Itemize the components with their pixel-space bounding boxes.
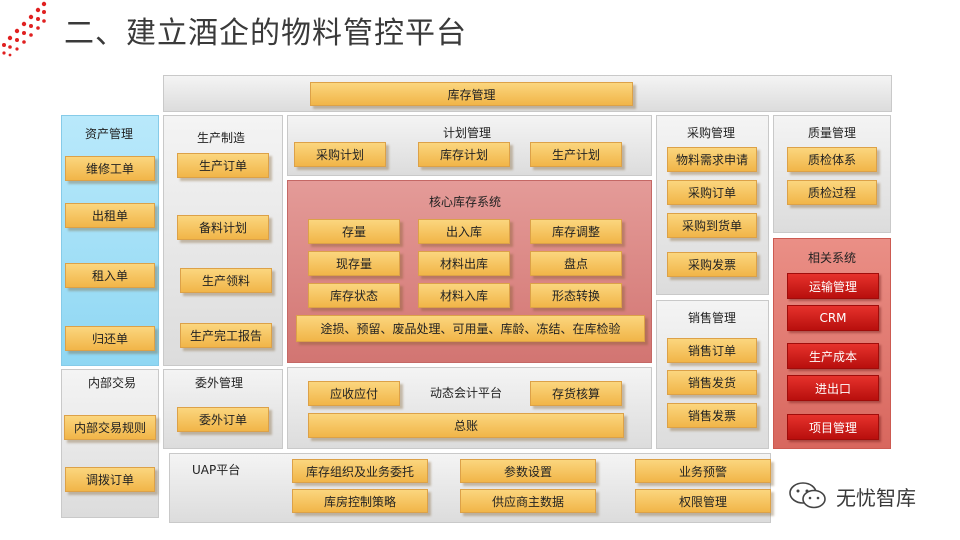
internal-item-transfer[interactable]: 调拨订单 <box>65 467 155 492</box>
core-item-form-convert[interactable]: 形态转换 <box>530 283 622 308</box>
page-title: 二、建立酒企的物料管控平台 <box>64 16 467 51</box>
production-item-completion[interactable]: 生产完工报告 <box>180 323 272 348</box>
uap-item-alert[interactable]: 业务预警 <box>635 459 771 483</box>
production-item-prep-plan[interactable]: 备料计划 <box>177 215 269 240</box>
core-item-material-out[interactable]: 材料出库 <box>418 251 510 276</box>
related-title: 相关系统 <box>808 251 857 265</box>
asset-item-rent-out[interactable]: 出租单 <box>65 203 155 228</box>
uap-title: UAP平台 <box>192 463 241 477</box>
accounting-item-general-ledger[interactable]: 总账 <box>308 413 624 438</box>
production-item-picking[interactable]: 生产领料 <box>180 268 272 293</box>
logo-dots-icon <box>2 1 47 57</box>
asset-title: 资产管理 <box>85 127 134 141</box>
uap-item-parameters[interactable]: 参数设置 <box>460 459 596 483</box>
production-item-order[interactable]: 生产订单 <box>177 153 269 178</box>
quality-item-process[interactable]: 质检过程 <box>787 180 877 205</box>
core-item-stock[interactable]: 存量 <box>308 219 400 244</box>
wechat-icon <box>789 482 826 509</box>
outsourcing-title: 委外管理 <box>195 376 244 390</box>
uap-item-permissions[interactable]: 权限管理 <box>635 489 771 513</box>
related-item-project[interactable]: 项目管理 <box>787 414 879 440</box>
core-item-current-stock[interactable]: 现存量 <box>308 251 400 276</box>
asset-item-rent-in[interactable]: 租入单 <box>65 263 155 288</box>
planning-item-production[interactable]: 生产计划 <box>530 142 622 167</box>
related-item-cost[interactable]: 生产成本 <box>787 343 879 369</box>
accounting-title: 动态会计平台 <box>430 386 503 400</box>
sales-item-delivery[interactable]: 销售发货 <box>667 370 757 395</box>
quality-title: 质量管理 <box>808 126 857 140</box>
planning-item-purchase[interactable]: 采购计划 <box>294 142 386 167</box>
internal-panel <box>61 369 159 518</box>
purchase-item-invoice[interactable]: 采购发票 <box>667 252 757 277</box>
sales-item-invoice[interactable]: 销售发票 <box>667 403 757 428</box>
asset-item-return[interactable]: 归还单 <box>65 326 155 351</box>
sales-item-order[interactable]: 销售订单 <box>667 338 757 363</box>
purchase-item-arrival[interactable]: 采购到货单 <box>667 213 757 238</box>
internal-item-rules[interactable]: 内部交易规则 <box>64 415 156 440</box>
core-item-adjust[interactable]: 库存调整 <box>530 219 622 244</box>
uap-item-supplier-master[interactable]: 供应商主数据 <box>460 489 596 513</box>
watermark-text: 无忧智库 <box>836 485 916 510</box>
purchase-item-order[interactable]: 采购订单 <box>667 180 757 205</box>
uap-item-warehouse-policy[interactable]: 库房控制策略 <box>292 489 428 513</box>
core-item-status[interactable]: 库存状态 <box>308 283 400 308</box>
inventory-top-button[interactable]: 库存管理 <box>310 82 633 106</box>
planning-title: 计划管理 <box>443 126 492 140</box>
internal-title: 内部交易 <box>88 376 137 390</box>
production-title: 生产制造 <box>197 131 246 145</box>
planning-item-inventory[interactable]: 库存计划 <box>418 142 510 167</box>
asset-item-repair[interactable]: 维修工单 <box>65 156 155 181</box>
accounting-item-inventory-costing[interactable]: 存货核算 <box>530 381 622 406</box>
related-item-import-export[interactable]: 进出口 <box>787 375 879 401</box>
uap-item-org-delegation[interactable]: 库存组织及业务委托 <box>292 459 428 483</box>
purchase-item-requisition[interactable]: 物料需求申请 <box>667 147 757 172</box>
core-item-material-in[interactable]: 材料入库 <box>418 283 510 308</box>
watermark: 无忧智库 <box>788 480 916 512</box>
outsourcing-item-order[interactable]: 委外订单 <box>177 407 269 432</box>
core-item-in-out[interactable]: 出入库 <box>418 219 510 244</box>
core-item-misc[interactable]: 途损、预留、废品处理、可用量、库龄、冻结、在库检验 <box>296 315 645 342</box>
related-item-transport[interactable]: 运输管理 <box>787 273 879 299</box>
core-inventory-title: 核心库存系统 <box>429 195 502 209</box>
quality-panel <box>773 115 891 233</box>
accounting-item-ar-ap[interactable]: 应收应付 <box>308 381 400 406</box>
sales-title: 销售管理 <box>688 311 737 325</box>
quality-item-system[interactable]: 质检体系 <box>787 147 877 172</box>
purchase-title: 采购管理 <box>687 126 736 140</box>
related-item-crm[interactable]: CRM <box>787 305 879 331</box>
core-item-stocktake[interactable]: 盘点 <box>530 251 622 276</box>
